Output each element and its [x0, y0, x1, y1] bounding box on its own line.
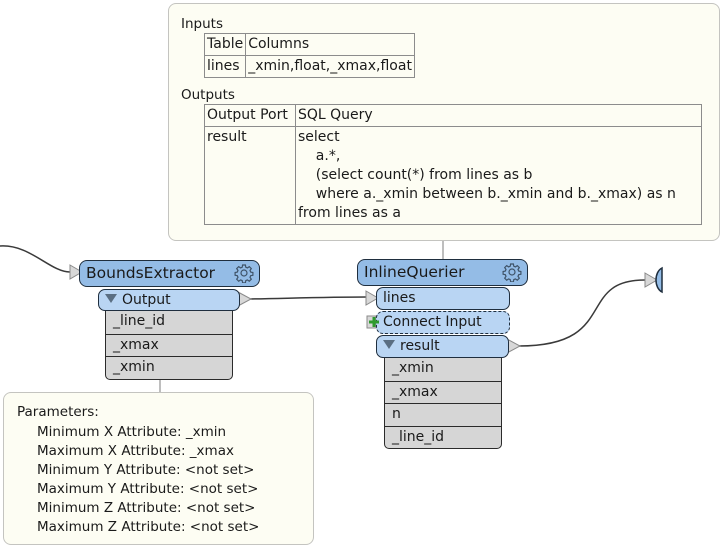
connection-querier-to-next[interactable] — [518, 279, 646, 347]
gear-icon[interactable] — [502, 262, 522, 282]
table-header-row: Table Columns — [203, 33, 415, 56]
table-header-cell: Output Port — [204, 104, 296, 127]
attribute-item[interactable]: _xmin — [392, 360, 434, 376]
table-cell: _xmin,float,_xmax,float — [245, 55, 415, 78]
table-header-cell: Table — [203, 33, 247, 56]
connect-input-port[interactable]: Connect Input — [376, 311, 510, 334]
table-cell-port: result — [204, 126, 296, 225]
add-plus-icon[interactable] — [369, 317, 379, 327]
output-port-output[interactable]: Output — [98, 289, 240, 311]
connection-into-bounds-extractor[interactable] — [0, 245, 71, 273]
sql-line: (select count(*) from lines as b — [298, 167, 533, 183]
input-port-arrow-next — [644, 272, 658, 288]
sql-line: select — [298, 129, 340, 145]
input-port-lines[interactable]: lines — [376, 287, 510, 310]
inline-querier-annotation[interactable]: Inputs Table Columns lines _xmin,float,_… — [168, 3, 720, 241]
port-label: lines — [383, 290, 416, 306]
parameter-line: Minimum Z Attribute: <not set> — [37, 500, 256, 516]
parameter-line: Maximum X Attribute: _xmax — [37, 443, 234, 459]
transformer-name: BoundsExtractor — [86, 264, 216, 282]
sql-line: where a._xmin between b._xmin and b._xma… — [298, 186, 676, 202]
attribute-list: _line_id _xmax _xmin — [105, 311, 233, 380]
table-header-cell: Columns — [245, 33, 415, 56]
attribute-item[interactable]: _xmax — [106, 333, 232, 357]
next-transformer-edge[interactable] — [655, 266, 663, 294]
connection-bounds-to-querier[interactable] — [249, 296, 369, 300]
collapse-triangle-icon[interactable] — [105, 294, 117, 303]
table-row: lines _xmin,float,_xmax,float — [203, 55, 415, 78]
transformer-name: InlineQuerier — [364, 263, 465, 281]
attribute-item[interactable]: n — [385, 403, 501, 426]
parameter-line: Minimum X Attribute: _xmin — [37, 424, 227, 440]
port-label: Output — [122, 292, 171, 308]
bounds-extractor-annotation[interactable]: Parameters: Minimum X Attribute: _xmin M… — [3, 392, 314, 545]
input-port-arrow-lines — [365, 290, 379, 306]
port-label: Connect Input — [383, 314, 482, 330]
collapse-triangle-icon[interactable] — [383, 340, 395, 349]
inputs-label: Inputs — [181, 16, 223, 32]
parameters-title: Parameters: — [17, 404, 99, 420]
parameter-line: Minimum Y Attribute: <not set> — [37, 462, 255, 478]
port-label: result — [400, 338, 440, 354]
attribute-item[interactable]: _xmax — [385, 380, 501, 404]
inputs-table: Table Columns lines _xmin,float,_xmax,fl… — [203, 33, 415, 78]
table-cell: lines — [203, 55, 247, 78]
table-header-row: Output Port SQL Query — [204, 104, 702, 127]
table-row: result select a.*, (select count(*) from… — [204, 126, 702, 225]
sql-line: from lines as a — [298, 205, 401, 221]
sql-line: a.*, — [298, 148, 341, 164]
output-port-result[interactable]: result — [376, 335, 509, 358]
gear-icon[interactable] — [234, 263, 254, 283]
table-header-cell: SQL Query — [295, 104, 702, 127]
outputs-label: Outputs — [181, 87, 235, 103]
attribute-item[interactable]: _line_id — [113, 313, 166, 329]
attribute-item[interactable]: _xmin — [106, 356, 232, 379]
parameter-line: Maximum Y Attribute: <not set> — [37, 481, 259, 497]
parameter-line: Maximum Z Attribute: <not set> — [37, 519, 260, 535]
bounds-extractor-header[interactable]: BoundsExtractor — [79, 260, 260, 287]
attribute-list: _xmin _xmax n _line_id — [384, 358, 502, 449]
outputs-table: Output Port SQL Query result select a.*,… — [204, 104, 702, 225]
input-port-arrow-bounds — [69, 264, 83, 280]
table-cell-sql: select a.*, (select count(*) from lines … — [295, 126, 702, 225]
inline-querier-header[interactable]: InlineQuerier — [357, 259, 528, 286]
attribute-item[interactable]: _line_id — [385, 425, 501, 449]
